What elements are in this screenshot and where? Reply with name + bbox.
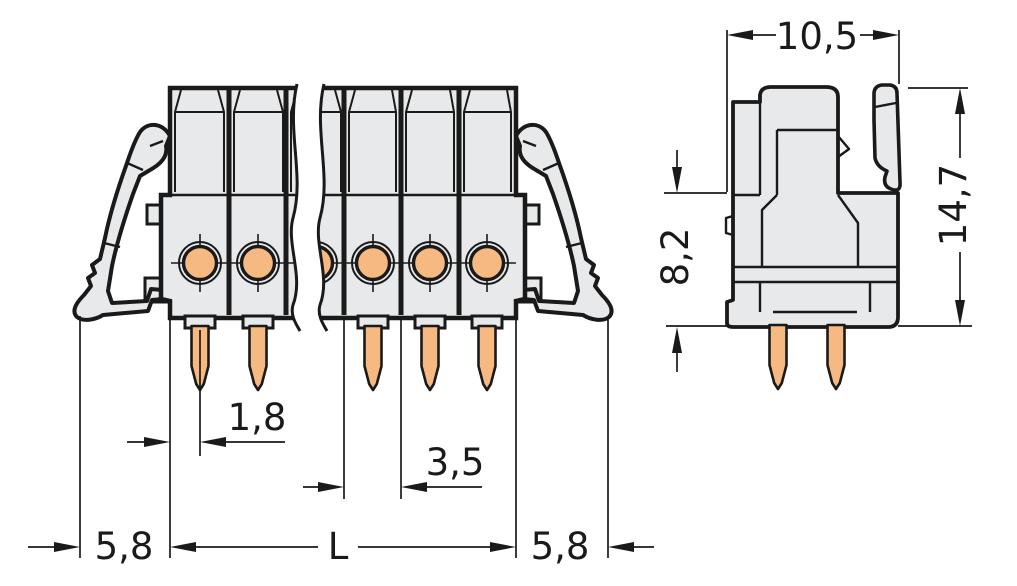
side-solder-pins [768,323,846,391]
side-view [724,83,902,391]
dimension-labels: 1,8 3,5 5,8 L 5,8 10,5 8,2 14,7 [95,15,975,568]
front-view [72,83,614,392]
side-latch-blade [872,83,902,192]
dim-pin-offset-graphics [127,437,285,447]
solder-pin [768,323,788,391]
dim-right-margin-label: 5,8 [531,525,590,568]
break-lines [289,83,329,332]
left-latch-lever [72,122,172,322]
dimension-graphics [28,30,972,558]
dim-body-height-label: 8,2 [654,228,697,287]
drawing-root: 1,8 3,5 5,8 L 5,8 10,5 8,2 14,7 [28,15,975,568]
dim-length-label: L [328,525,349,568]
dim-left-margin-label: 5,8 [95,525,154,568]
dim-total-height-graphics [955,88,965,326]
solder-pin [826,323,846,391]
dim-pitch-graphics [303,482,482,492]
dim-width-label: 10,5 [776,15,858,58]
dim-pin-offset-label: 1,8 [228,396,287,439]
extension-lines [79,30,972,558]
pole-divider-walls [226,89,462,315]
solder-pin [363,324,383,392]
solder-pin [420,324,440,392]
side-internal-lines [724,102,898,314]
dim-total-height-label: 14,7 [932,164,975,246]
solder-pin [477,324,497,392]
dim-bottom-chain-graphics [28,542,654,552]
right-latch-lever [514,122,614,322]
dim-width-graphics [727,30,899,40]
dim-body-height-graphics [672,150,682,372]
solder-pin [248,324,268,392]
dim-pitch-label: 3,5 [426,441,485,484]
side-latch-cap-line [874,101,897,109]
